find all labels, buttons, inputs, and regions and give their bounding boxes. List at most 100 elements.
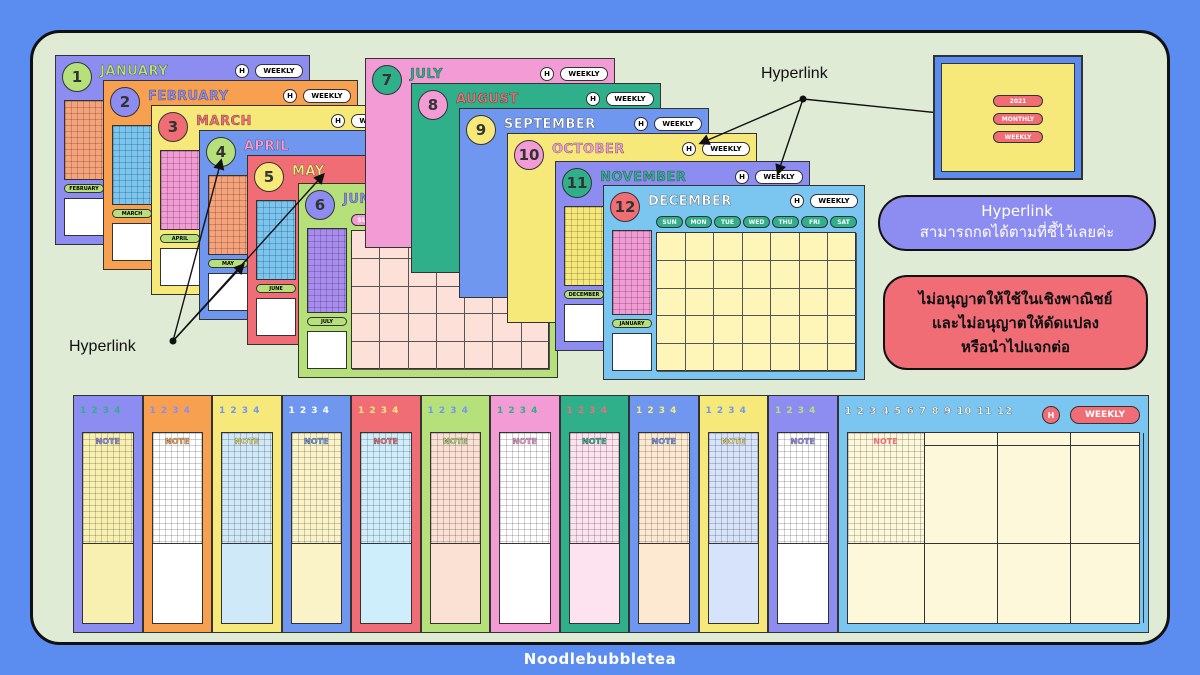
calendar-cell[interactable] bbox=[685, 344, 715, 372]
calendar-cell[interactable] bbox=[493, 342, 522, 370]
calendar-cell[interactable] bbox=[352, 258, 381, 287]
home-button[interactable]: H bbox=[682, 142, 696, 156]
calendar-cell[interactable] bbox=[799, 233, 829, 261]
next-month-tag[interactable]: MARCH bbox=[112, 209, 152, 218]
weekly-button[interactable]: WEEKLY bbox=[654, 117, 702, 131]
strip-paper: NOTE bbox=[429, 432, 481, 624]
calendar-cell[interactable] bbox=[714, 288, 743, 317]
next-month-tag[interactable]: JUNE bbox=[256, 284, 296, 293]
next-month-tag[interactable]: JANUARY bbox=[612, 319, 652, 328]
calendar-cell[interactable] bbox=[799, 316, 829, 345]
calendar-cell[interactable] bbox=[742, 288, 772, 317]
calendar-cell[interactable] bbox=[436, 286, 466, 315]
weekly-button[interactable]: WEEKLY bbox=[303, 89, 351, 103]
calendar-cell[interactable] bbox=[742, 344, 772, 372]
calendar-cell[interactable] bbox=[465, 342, 494, 370]
calendar-cell[interactable] bbox=[436, 342, 466, 370]
calendar-cell[interactable] bbox=[799, 288, 829, 317]
weekly-button[interactable]: WEEKLY bbox=[606, 92, 654, 106]
calendar-cell[interactable] bbox=[771, 260, 800, 289]
weekly-button[interactable]: WEEKLY bbox=[560, 67, 608, 81]
weekly-button[interactable]: WEEKLY bbox=[702, 142, 750, 156]
calendar-cell[interactable] bbox=[380, 258, 409, 287]
calendar-cell[interactable] bbox=[828, 288, 857, 317]
calendar-cell[interactable] bbox=[657, 233, 686, 261]
calendar-cell[interactable] bbox=[799, 260, 829, 289]
home-button[interactable]: H bbox=[634, 117, 648, 131]
weekly-button[interactable]: WEEKLY bbox=[1070, 406, 1140, 424]
calendar-cell[interactable] bbox=[465, 286, 494, 315]
calendar-cell[interactable] bbox=[657, 288, 686, 317]
calendar-cell[interactable] bbox=[685, 288, 715, 317]
next-month-tag[interactable]: JULY bbox=[307, 317, 347, 326]
calendar-cell[interactable] bbox=[408, 314, 437, 343]
calendar-cell[interactable] bbox=[657, 316, 686, 345]
home-button[interactable]: H bbox=[235, 64, 249, 78]
calendar-cell[interactable] bbox=[352, 342, 381, 370]
calendar-cell[interactable] bbox=[352, 286, 381, 315]
calendar-cell[interactable] bbox=[828, 260, 857, 289]
calendar-cell[interactable] bbox=[465, 314, 494, 343]
calendar-cell[interactable] bbox=[685, 260, 715, 289]
calendar-cell[interactable] bbox=[408, 342, 437, 370]
weekly-button[interactable]: WEEKLY bbox=[255, 64, 303, 78]
calendar-cell[interactable] bbox=[657, 260, 686, 289]
menu-button-2021[interactable]: 2021 bbox=[993, 95, 1043, 107]
home-button[interactable]: H bbox=[1042, 406, 1060, 424]
next-month-tag[interactable]: FEBRUARY bbox=[64, 184, 104, 193]
home-button[interactable]: H bbox=[790, 194, 804, 208]
calendar-cell[interactable] bbox=[771, 233, 800, 261]
calendar-cell[interactable] bbox=[493, 314, 522, 343]
menu-button-monthly[interactable]: MONTHLY bbox=[993, 113, 1043, 125]
calendar-cell[interactable] bbox=[828, 316, 857, 345]
calendar-cell[interactable] bbox=[521, 342, 550, 370]
next-month-tag[interactable]: MAY bbox=[208, 259, 248, 268]
next-month-tag[interactable]: APRIL bbox=[160, 234, 200, 243]
calendar-cell[interactable] bbox=[771, 344, 800, 372]
home-button[interactable]: H bbox=[283, 89, 297, 103]
menu-button-weekly[interactable]: WEEKLY bbox=[993, 131, 1043, 143]
calendar-cell[interactable] bbox=[436, 314, 466, 343]
home-button[interactable]: H bbox=[331, 114, 345, 128]
calendar-cell[interactable] bbox=[408, 286, 437, 315]
calendar-cell[interactable] bbox=[742, 316, 772, 345]
calendar-cell[interactable] bbox=[521, 314, 550, 343]
calendar-cell[interactable] bbox=[714, 233, 743, 261]
calendar-cell[interactable] bbox=[714, 260, 743, 289]
calendar-cell[interactable] bbox=[828, 344, 857, 372]
calendar-cell[interactable] bbox=[685, 233, 715, 261]
next-month-tag[interactable]: DECEMBER bbox=[564, 290, 604, 299]
calendar-cell[interactable] bbox=[771, 316, 800, 345]
calendar-cell[interactable] bbox=[771, 288, 800, 317]
weekly-button[interactable]: WEEKLY bbox=[810, 194, 858, 208]
calendar-cell[interactable] bbox=[828, 233, 857, 261]
calendar-cell[interactable] bbox=[380, 314, 409, 343]
calendar-cell[interactable] bbox=[799, 344, 829, 372]
calendar-cell[interactable] bbox=[742, 260, 772, 289]
calendar-cell[interactable] bbox=[352, 314, 381, 343]
home-button[interactable]: H bbox=[540, 67, 554, 81]
weekly-button[interactable]: WEEKLY bbox=[755, 170, 803, 184]
home-button[interactable]: H bbox=[586, 92, 600, 106]
calendar-cell[interactable] bbox=[714, 316, 743, 345]
calendar-cell[interactable] bbox=[714, 344, 743, 372]
home-button[interactable]: H bbox=[735, 170, 749, 184]
calendar-cell[interactable] bbox=[685, 316, 715, 345]
calendar-cell[interactable] bbox=[657, 344, 686, 372]
calendar-cell[interactable] bbox=[380, 342, 409, 370]
calendar-cell[interactable] bbox=[742, 233, 772, 261]
calendar-cell[interactable] bbox=[380, 286, 409, 315]
